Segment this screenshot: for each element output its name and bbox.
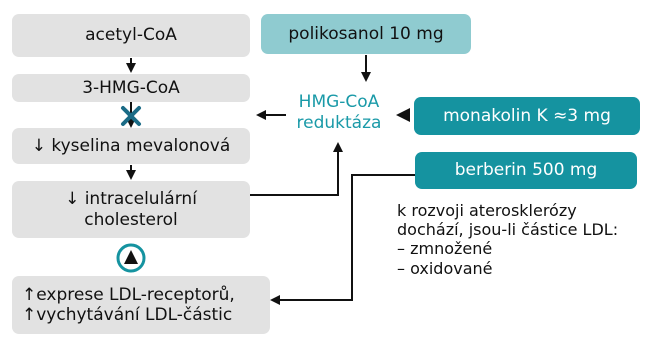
policosanol-box: polikosanol 10 mg — [261, 14, 471, 54]
note-item2: – oxidované — [397, 258, 493, 278]
arrow-cholesterol-to-enzyme — [250, 142, 343, 196]
cholesterol-label-line2: cholesterol — [84, 209, 178, 230]
x-mark-icon — [121, 106, 141, 126]
acetyl-coa-box: acetyl-CoA — [12, 14, 250, 57]
ldl-receptor-box: ↑exprese LDL-receptorů, ↑vychytávání LDL… — [12, 276, 270, 334]
hmg-coa-box: 3-HMG-CoA — [12, 74, 250, 102]
enzyme-line1: HMG-CoA — [298, 92, 380, 112]
hmg-coa-label: 3-HMG-CoA — [82, 77, 180, 98]
note-line1: k rozvoji aterosklerózy — [397, 201, 577, 220]
hmg-coa-reductase-label: HMG-CoA reduktáza — [286, 92, 392, 135]
cholesterol-box: ↓ intracelulární cholesterol — [12, 181, 250, 238]
circled-up-arrow-icon — [116, 243, 146, 273]
mevalonic-acid-label: ↓ kyselina mevalonová — [31, 135, 231, 156]
note-item1: – zmnožené — [397, 239, 493, 259]
cholesterol-label-line1: ↓ intracelulární — [65, 189, 197, 210]
mevalonic-acid-box: ↓ kyselina mevalonová — [12, 128, 250, 164]
acetyl-coa-label: acetyl-CoA — [85, 25, 177, 46]
ldl-label-line1: ↑exprese LDL-receptorů, — [22, 284, 235, 305]
monacolin-label: monakolin K ≈3 mg — [443, 105, 611, 126]
berberine-label: berberin 500 mg — [454, 160, 598, 181]
berberine-box: berberin 500 mg — [415, 152, 637, 189]
note-line2: dochází, jsou-li částice LDL: — [397, 220, 619, 240]
enzyme-line2: reduktáza — [296, 113, 382, 134]
policosanol-label: polikosanol 10 mg — [288, 23, 444, 44]
atherosclerosis-note: k rozvoji aterosklerózy dochází, jsou-li… — [397, 201, 647, 278]
arrow-monacolin-to-enzyme — [396, 108, 410, 122]
monacolin-box: monakolin K ≈3 mg — [414, 97, 640, 135]
ldl-label-line2: ↑vychytávání LDL-částic — [22, 305, 233, 325]
arrow-berberine-to-ldl — [270, 174, 415, 305]
